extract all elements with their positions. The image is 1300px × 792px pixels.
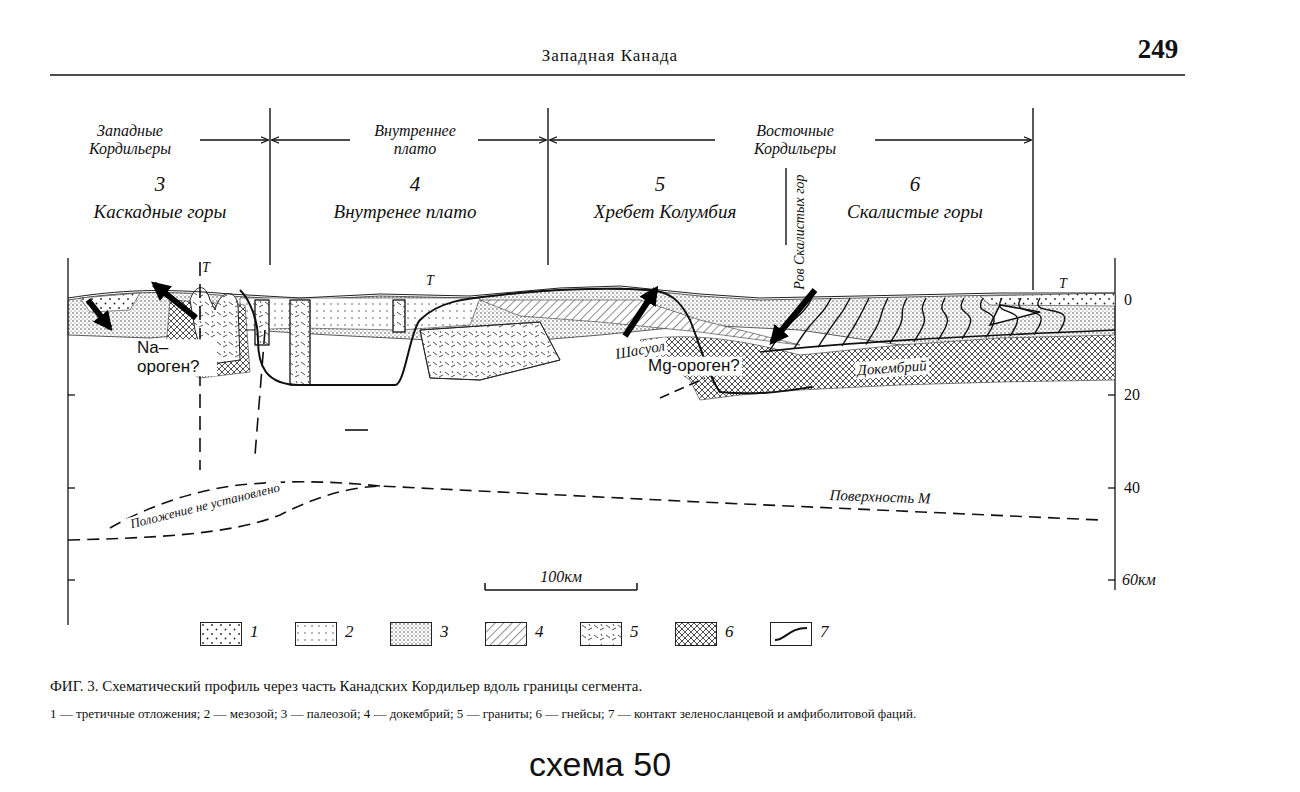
legend-number: 2: [345, 622, 354, 642]
section-label: Каскадные горы: [94, 202, 227, 223]
legend-swatch: [295, 622, 337, 646]
section-label: 1 — третичные отложения; 2 — мезозой; 3 …: [50, 707, 1090, 721]
section-label: Поверхность М: [827, 487, 932, 507]
section-label: Mg-ороген?: [646, 357, 742, 376]
section-label: 20: [1124, 386, 1140, 404]
legend-swatch: [580, 622, 622, 646]
legend-swatch: [770, 622, 812, 646]
section-label: Т: [202, 260, 210, 275]
thrust-fault: [842, 298, 869, 346]
swatch-sample: [581, 623, 621, 645]
section-label: Т: [426, 273, 434, 288]
thrust-fault: [961, 298, 971, 339]
legend-number: 6: [725, 622, 734, 642]
legend-number: 7: [820, 622, 829, 642]
section-label: 40: [1124, 479, 1140, 497]
section-label: 5: [655, 173, 666, 196]
section-label: 4: [410, 173, 421, 196]
legend-number: 4: [535, 622, 544, 642]
section-label: Ров Скалистых гор: [792, 174, 807, 289]
legend-swatch: [390, 622, 432, 646]
swatch-sample: [771, 623, 811, 645]
legend-swatch: [485, 622, 527, 646]
section-label: 3: [155, 173, 166, 196]
legend-number: 3: [440, 622, 449, 642]
section-label: Западные Кордильеры: [70, 122, 190, 157]
legend-number: 5: [630, 622, 639, 642]
swatch-sample: [296, 623, 336, 645]
section-label: 0: [1124, 291, 1132, 309]
swatch-sample: [391, 623, 431, 645]
thrust-fault: [890, 298, 907, 343]
section-label: Положение не установлено: [127, 480, 283, 532]
section-label: Хребет Колумбия: [594, 202, 736, 223]
legend-number: 1: [250, 622, 259, 642]
swatch-sample: [201, 623, 241, 645]
section-label: Скалистые горы: [847, 202, 983, 223]
section-label: 60км: [1122, 571, 1156, 589]
running-header: Западная Канада: [542, 47, 678, 66]
swatch-sample: [486, 623, 526, 645]
swatch-sample: [676, 623, 716, 645]
section-label: Внутреннее плато: [360, 122, 470, 157]
section-label: Восточные Кордильеры: [730, 122, 860, 157]
section-label: Na– ороген?: [135, 339, 217, 376]
figure-caption: ФИГ. 3. Схематический профиль через част…: [50, 678, 642, 695]
thrust-fault: [938, 298, 948, 340]
section-label: схема 50: [529, 746, 671, 783]
section-label: 6: [910, 173, 921, 196]
thrust-fault: [1000, 298, 1018, 336]
thrust-fault: [1038, 298, 1065, 333]
section-label: Т: [1059, 276, 1067, 291]
thrust-fault: [914, 298, 926, 342]
legend-swatch: [200, 622, 242, 646]
section-label: 100км: [540, 568, 582, 586]
thrust-fault: [980, 298, 994, 337]
section-label: 249: [1138, 35, 1179, 65]
thrust-fault: [866, 298, 888, 344]
legend-swatch: [675, 622, 717, 646]
section-label: Внутренее плато: [334, 202, 477, 223]
